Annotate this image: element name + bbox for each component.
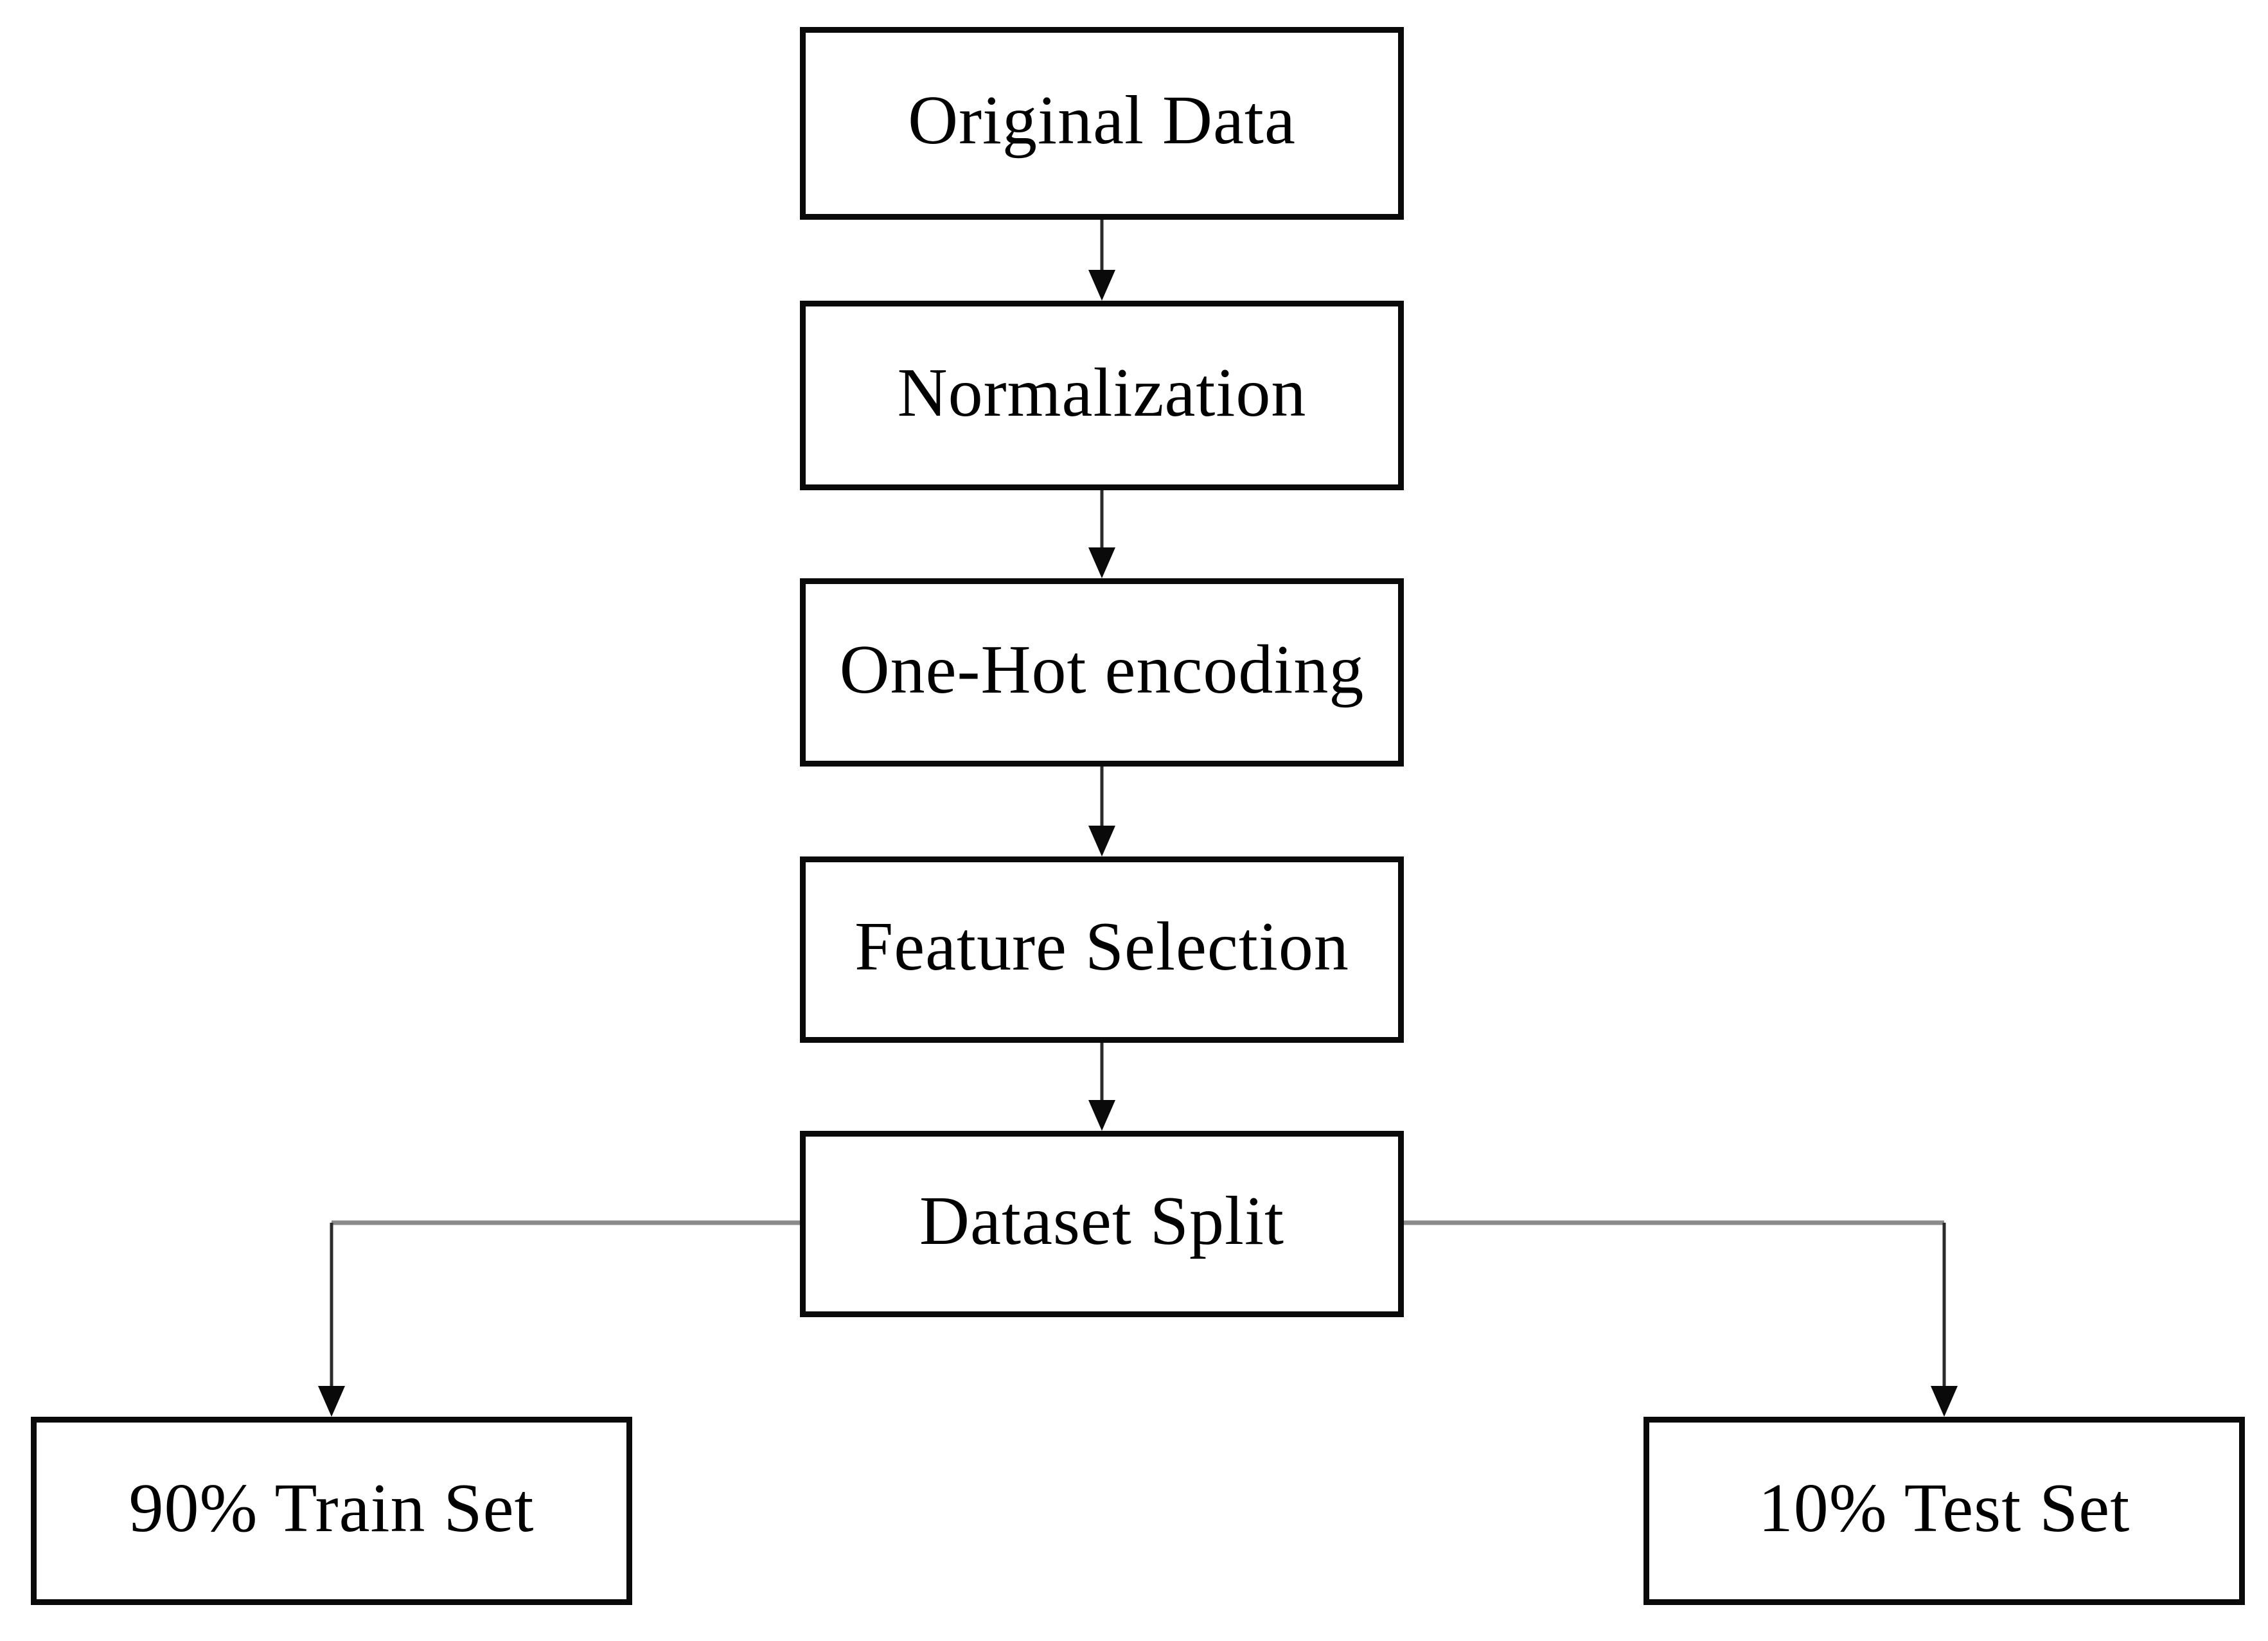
node-original-data: Original Data [800, 27, 1404, 220]
node-feature-selection: Feature Selection [800, 856, 1404, 1043]
arrowhead-feature-to-split-icon [1088, 1100, 1115, 1131]
node-train-set: 90% Train Set [31, 1417, 632, 1605]
node-normalization: Normalization [800, 301, 1404, 490]
node-dataset-split-label: Dataset Split [919, 1183, 1284, 1259]
arrowhead-normalization-to-onehot-icon [1088, 547, 1115, 578]
arrowhead-split-to-train-icon [318, 1386, 345, 1417]
node-one-hot-encoding-label: One-Hot encoding [839, 631, 1365, 708]
arrowhead-split-to-test-icon [1931, 1386, 1958, 1417]
arrowhead-onehot-to-feature-icon [1088, 826, 1115, 856]
node-test-set-label: 10% Test Set [1758, 1469, 2131, 1547]
node-one-hot-encoding: One-Hot encoding [800, 578, 1404, 767]
node-test-set: 10% Test Set [1643, 1417, 2245, 1605]
node-train-set-label: 90% Train Set [128, 1469, 535, 1547]
node-normalization-label: Normalization [897, 354, 1307, 431]
arrowhead-original-to-normalization-icon [1088, 270, 1115, 301]
node-original-data-label: Original Data [908, 82, 1296, 159]
node-feature-selection-label: Feature Selection [855, 909, 1349, 985]
node-dataset-split: Dataset Split [800, 1131, 1404, 1317]
